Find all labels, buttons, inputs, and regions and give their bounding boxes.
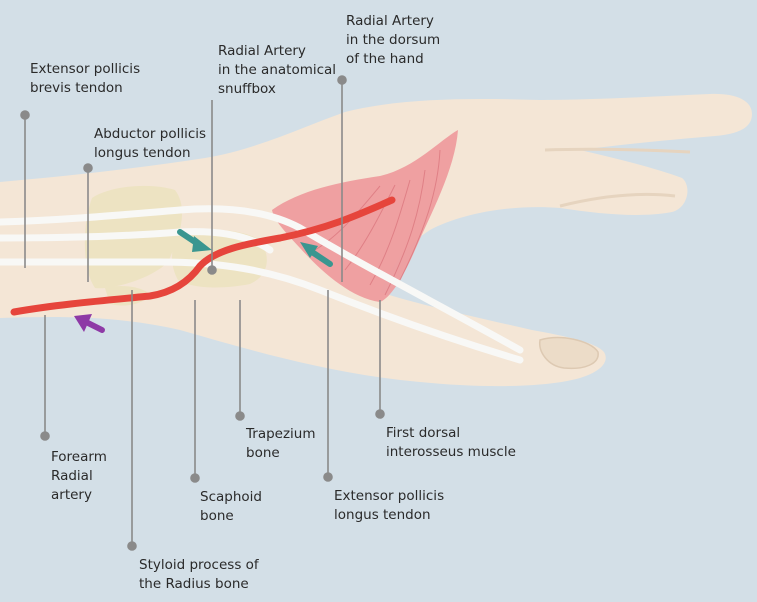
abductor-pollicis-longus-tendon-shape [0, 228, 274, 254]
teal-arrow-dorsum [300, 242, 333, 267]
finger-shade-2 [559, 192, 676, 208]
label-styloid-process: Styloid process of the Radius bone [139, 557, 259, 592]
thumbnail [539, 336, 599, 370]
leader-lines [20, 75, 385, 551]
label-radial-artery-dorsum: Radial Artery in the dorsum of the hand [346, 13, 441, 67]
label-trapezium-bone: Trapezium bone [246, 426, 316, 461]
teal-arrow-snuffbox [177, 229, 212, 252]
purple-arrow-forearm [74, 314, 105, 333]
label-extensor-pollicis-brevis: Extensor pollicis brevis tendon [30, 61, 141, 96]
finger-shade [544, 147, 691, 154]
label-radial-artery-snuffbox: Radial Artery in the anatomical snuffbox [218, 43, 337, 97]
label-forearm-radial-artery: Forearm Radial artery [51, 449, 107, 503]
label-scaphoid-bone: Scaphoid bone [200, 489, 262, 524]
label-extensor-pollicis-longus: Extensor pollicis longus tendon [334, 488, 445, 523]
label-abductor-pollicis-longus: Abductor pollicis longus tendon [94, 126, 207, 161]
radial-artery-shape [10, 196, 396, 316]
label-first-dorsal-interosseus: First dorsal interosseus muscle [386, 425, 516, 460]
extensor-pollicis-brevis-tendon-shape [0, 205, 524, 354]
